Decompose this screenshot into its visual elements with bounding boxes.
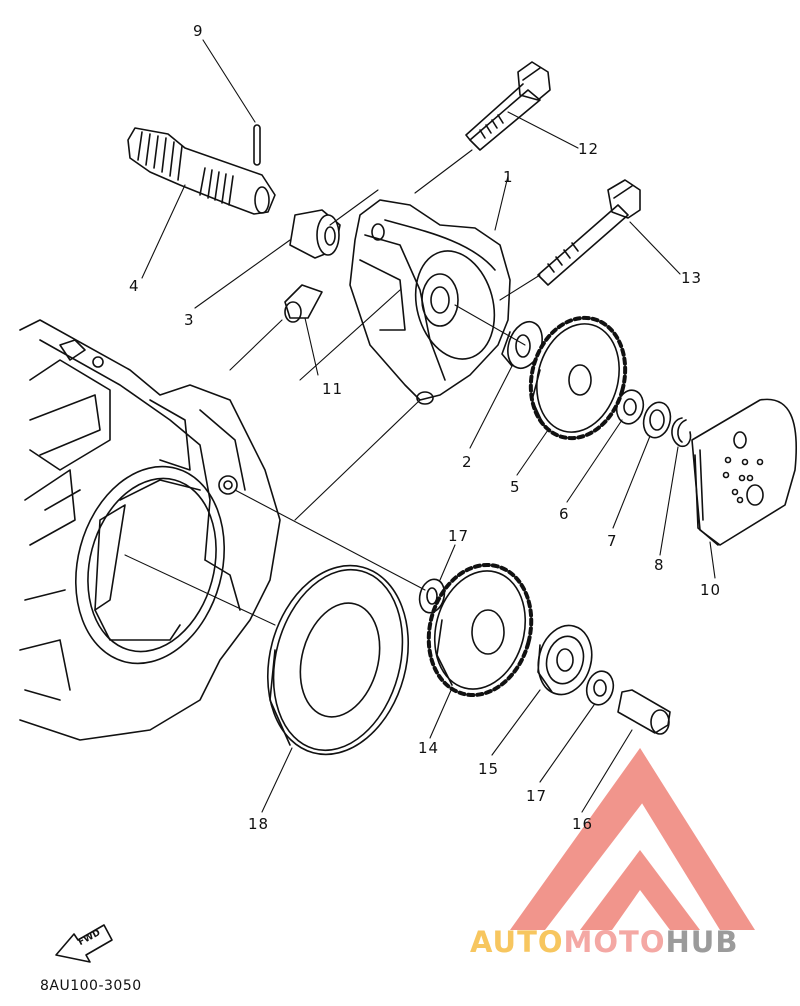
washer-part-6-drawing [615, 389, 645, 425]
sprocket-part-5-drawing [528, 315, 628, 441]
fwd-arrow-icon [55, 924, 113, 963]
cover-part-1-drawing [349, 199, 511, 405]
part-label-4: 4 [129, 277, 140, 295]
sleeve-part-16-drawing [617, 689, 671, 735]
gear-part-14-drawing [426, 562, 534, 698]
watermark-auto: AUTO [470, 925, 564, 959]
collar-part-3-drawing [289, 209, 341, 259]
part-label-8: 8 [654, 556, 665, 574]
seal-part-18-drawing [266, 564, 410, 756]
part-label-11: 11 [322, 380, 344, 398]
watermark-moto: MOTO [563, 925, 666, 959]
part-label-17-lower: 17 [526, 787, 548, 805]
part-label-7: 7 [607, 532, 618, 550]
leader-lines [124, 39, 716, 813]
part-label-12: 12 [578, 140, 600, 158]
washer-part-7-drawing [642, 401, 672, 439]
crankcase-drawing [19, 319, 281, 741]
part-label-1: 1 [503, 168, 514, 186]
dowel-part-11-drawing [284, 284, 323, 323]
part-label-10: 10 [700, 581, 722, 599]
watermark-brand: AUTOMOTOHUB [470, 925, 738, 959]
part-label-14: 14 [418, 739, 440, 757]
bolt-part-13-drawing [537, 179, 641, 286]
part-label-6: 6 [559, 505, 570, 523]
part-label-2: 2 [462, 453, 473, 471]
drawing-code: 8AU100-3050 [40, 978, 142, 994]
part-label-3: 3 [184, 311, 195, 329]
part-label-9: 9 [193, 22, 204, 40]
bolt-part-12-drawing [465, 61, 551, 151]
bearing-part-15-drawing [537, 624, 593, 696]
part-label-5: 5 [510, 478, 521, 496]
part-label-17-upper: 17 [448, 527, 470, 545]
plate-part-10-drawing [691, 398, 798, 546]
automotohub-logo-icon [510, 748, 755, 930]
part-label-13: 13 [681, 269, 703, 287]
clip-part-8-drawing [671, 417, 692, 448]
shaft-part-4-drawing [127, 127, 276, 215]
watermark-hub: HUB [665, 925, 739, 959]
pin-part-9-drawing [253, 124, 261, 166]
part-label-16: 16 [572, 815, 594, 833]
washer-part-17-lower-drawing [585, 670, 615, 706]
washer-part-17-upper-drawing [418, 578, 446, 614]
part-label-15: 15 [478, 760, 500, 778]
part-label-18: 18 [248, 815, 270, 833]
